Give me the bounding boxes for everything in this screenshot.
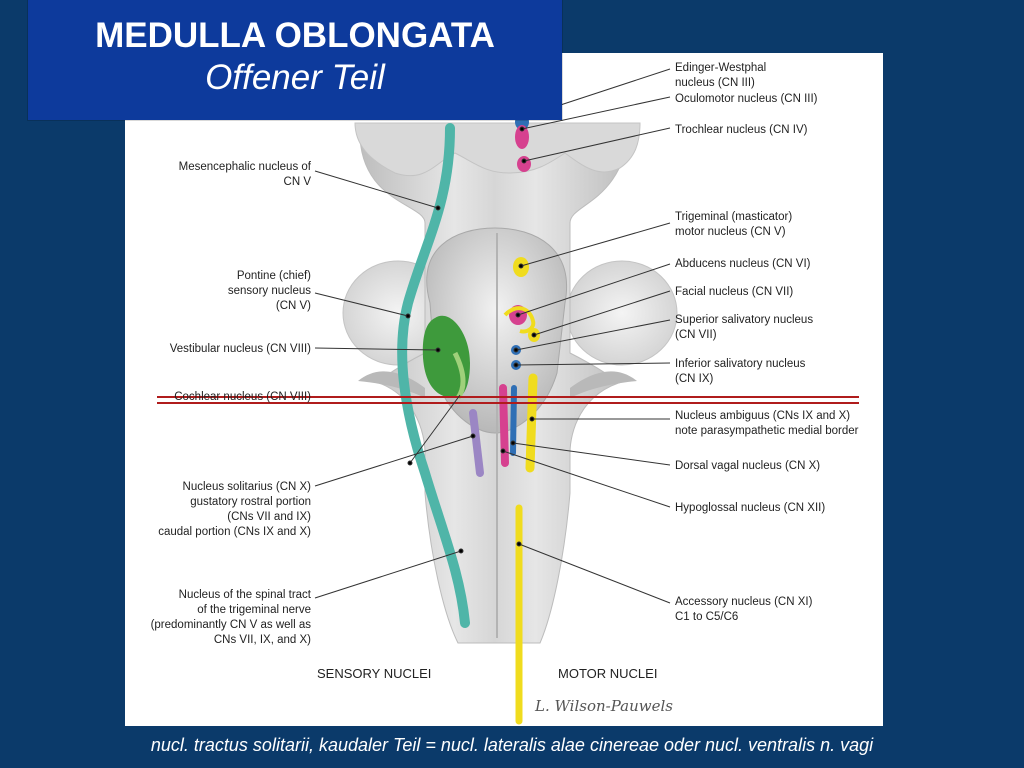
solitarius-lavender (469, 409, 484, 477)
label-solitarius-3: (CNs VII and IX) (227, 511, 311, 523)
label-sensory-nuclei: SENSORY NUCLEI (317, 666, 431, 681)
right-peduncle (566, 260, 678, 366)
label-trigeminal-1: Trigeminal (masticator) (675, 211, 792, 223)
label-edinger-2: nucleus (CN III) (675, 77, 755, 89)
midbrain-top (354, 122, 641, 177)
label-solitarius-2: gustatory rostral portion (190, 496, 311, 508)
label-spinal-tract-2: of the trigeminal nerve (197, 604, 311, 616)
label-sup-salivatory-1: Superior salivatory nucleus (675, 314, 813, 326)
label-trigeminal-2: motor nucleus (CN V) (675, 226, 786, 238)
label-vestibular: Vestibular nucleus (CN VIII) (170, 343, 311, 355)
label-oculomotor: Oculomotor nucleus (CN III) (675, 93, 818, 105)
left-labels: Mesencephalic nucleus of CN V Pontine (c… (151, 161, 312, 646)
label-pontine-1: Pontine (chief) (237, 270, 311, 282)
mesencephalic-spinal-tract-column (397, 123, 470, 628)
right-labels: Edinger-Westphal nucleus (CN III) Oculom… (675, 62, 859, 623)
section-marker (157, 396, 859, 404)
slide-caption: nucl. tractus solitarii, kaudaler Teil =… (150, 735, 874, 755)
label-spinal-tract-1: Nucleus of the spinal tract (179, 589, 312, 601)
label-accessory-2: C1 to C5/C6 (675, 611, 738, 623)
label-facial: Facial nucleus (CN VII) (675, 286, 793, 298)
label-spinal-tract-3: (predominantly CN V as well as (151, 619, 312, 631)
brainstem-diagram: Mesencephalic nucleus of CN V Pontine (c… (151, 62, 859, 725)
label-mesencephalic-2: CN V (284, 176, 312, 188)
label-edinger-1: Edinger-Westphal (675, 62, 766, 74)
label-solitarius-4: caudal portion (CNs IX and X) (158, 526, 311, 538)
title-box: MEDULLA OBLONGATA Offener Teil (28, 0, 562, 120)
figure-panel: Mesencephalic nucleus of CN V Pontine (c… (125, 53, 883, 726)
nucleus-ambiguus (525, 373, 538, 473)
vestibular-nucleus (422, 315, 470, 398)
label-trochlear: Trochlear nucleus (CN IV) (675, 124, 808, 136)
label-mesencephalic-1: Mesencephalic nucleus of (179, 161, 312, 173)
oculomotor-nucleus (515, 125, 529, 149)
label-cochlear: Cochlear nucleus (CN VIII) (174, 391, 311, 403)
label-dorsal-vagal: Dorsal vagal nucleus (CN X) (675, 460, 820, 472)
label-inf-salivatory-1: Inferior salivatory nucleus (675, 358, 806, 370)
label-abducens: Abducens nucleus (CN VI) (675, 258, 811, 270)
label-sup-salivatory-2: (CN VII) (675, 329, 717, 341)
right-lateral-recess (570, 371, 637, 398)
label-pontine-3: (CN V) (276, 300, 311, 312)
label-spinal-tract-4: CNs VII, IX, and X) (214, 634, 311, 646)
trochlear-nucleus (517, 156, 531, 172)
label-ambiguus-1: Nucleus ambiguus (CNs IX and X) (675, 410, 850, 422)
slide-title: MEDULLA OBLONGATA (95, 16, 495, 55)
label-motor-nuclei: MOTOR NUCLEI (558, 666, 657, 681)
label-solitarius-1: Nucleus solitarius (CN X) (183, 481, 312, 493)
abducens-loop (503, 306, 536, 334)
label-ambiguus-2: note parasympathetic medial border (675, 425, 859, 437)
label-hypoglossal: Hypoglossal nucleus (CN XII) (675, 502, 825, 514)
brainstem-shape (342, 122, 678, 644)
label-pontine-2: sensory nucleus (228, 285, 311, 297)
label-inf-salivatory-2: (CN IX) (675, 373, 714, 385)
label-accessory-1: Accessory nucleus (CN XI) (675, 596, 813, 608)
slide-subtitle: Offener Teil (205, 58, 385, 97)
artist-signature: L. Wilson-Pauwels (534, 697, 673, 715)
